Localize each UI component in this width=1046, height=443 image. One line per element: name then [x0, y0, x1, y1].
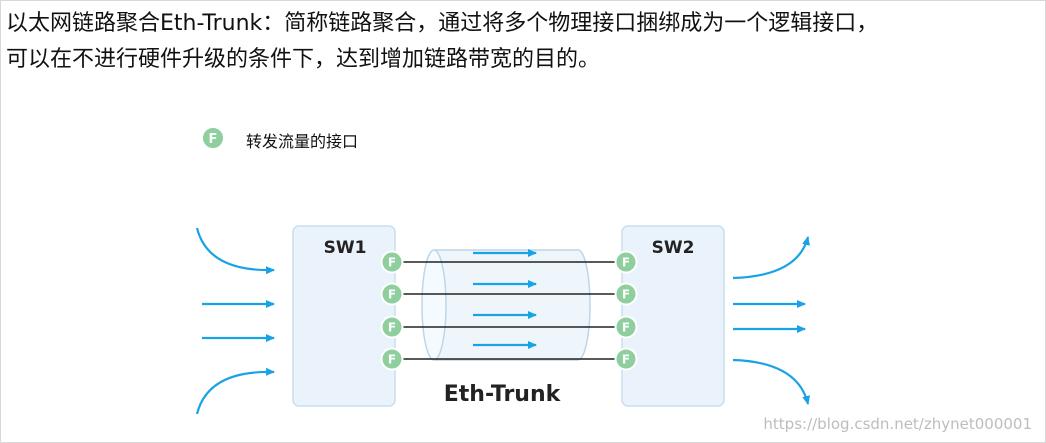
- sw1-label: SW1: [324, 238, 367, 258]
- sw2-port-2: F: [614, 282, 638, 306]
- legend-badge-letter: F: [209, 132, 218, 147]
- port-letter: F: [622, 288, 630, 302]
- incoming-arrow-4: [195, 367, 275, 415]
- intro-paragraph: 以太网链路聚合Eth-Trunk：简称链路聚合，通过将多个物理接口捆绑成为一个逻…: [6, 6, 1042, 78]
- incoming-traffic: [195, 227, 275, 415]
- ports: F F F F F F F F: [380, 250, 638, 371]
- sw2-label: SW2: [652, 238, 695, 258]
- port-letter: F: [388, 288, 396, 302]
- outgoing-traffic: [732, 236, 811, 405]
- legend-label: 转发流量的接口: [246, 132, 359, 151]
- switch-sw2: [621, 225, 725, 407]
- intro-line-2: 可以在不进行硬件升级的条件下，达到增加链路带宽的目的。: [6, 47, 601, 72]
- sw1-port-3: F: [380, 315, 404, 339]
- port-letter: F: [388, 321, 396, 335]
- outgoing-arrow-1: [732, 236, 810, 280]
- incoming-arrow-1: [195, 227, 275, 275]
- trunk-links: [392, 249, 626, 360]
- port-letter: F: [622, 321, 630, 335]
- legend-port-badge: F: [201, 126, 225, 150]
- outgoing-arrow-4: [732, 358, 811, 405]
- sw2-port-3: F: [614, 315, 638, 339]
- port-letter: F: [388, 256, 396, 270]
- sw1-port-4: F: [380, 347, 404, 371]
- port-letter: F: [388, 353, 396, 367]
- sw2-port-4: F: [614, 347, 638, 371]
- watermark: https://blog.csdn.net/zhynet000001: [763, 415, 1032, 433]
- port-letter: F: [622, 353, 630, 367]
- port-letter: F: [622, 256, 630, 270]
- intro-line-1: 以太网链路聚合Eth-Trunk：简称链路聚合，通过将多个物理接口捆绑成为一个逻…: [6, 11, 879, 36]
- trunk-cylinder: [421, 249, 591, 361]
- eth-trunk-label: Eth-Trunk: [444, 382, 562, 407]
- sw1-port-2: F: [380, 282, 404, 306]
- sw2-port-1: F: [614, 250, 638, 274]
- sw1-port-1: F: [380, 250, 404, 274]
